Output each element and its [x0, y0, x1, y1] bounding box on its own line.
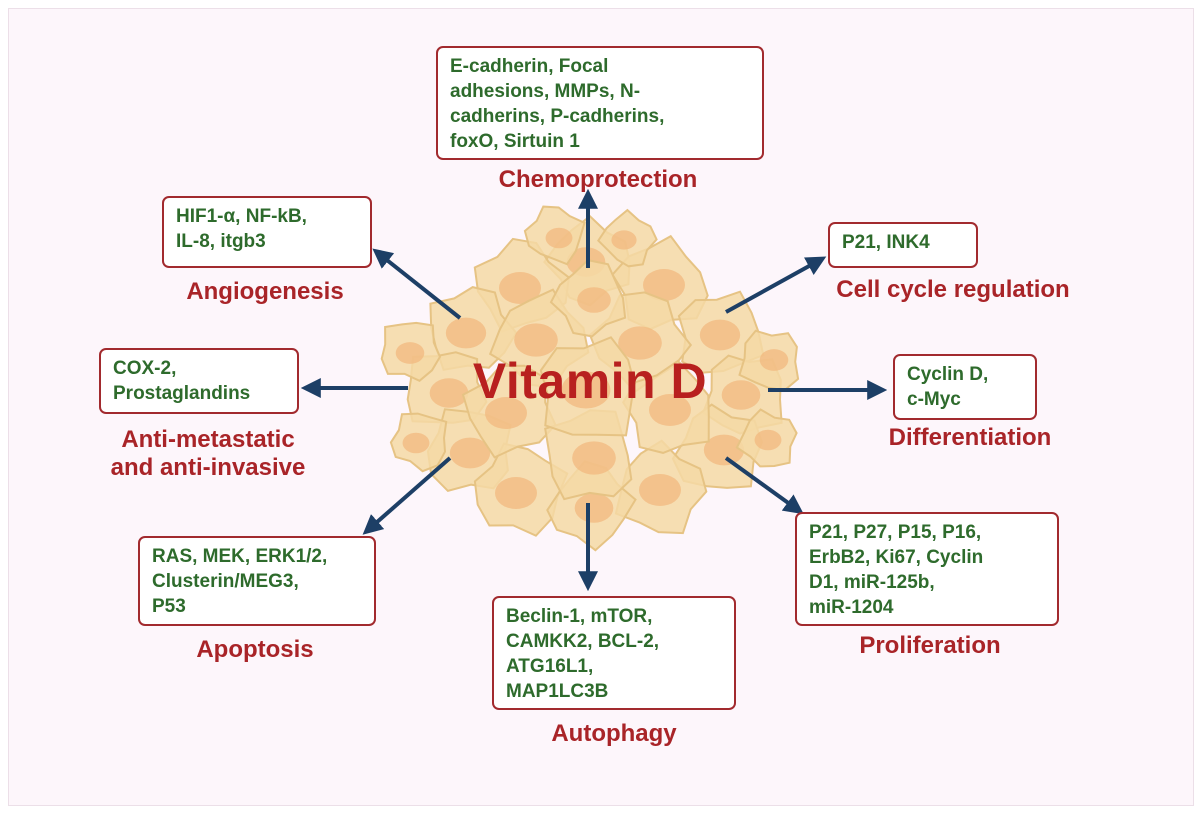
- cell-nucleus: [611, 230, 637, 250]
- arrow-group: [300, 188, 888, 592]
- cell-nucleus: [703, 434, 745, 466]
- cell-nucleus: [395, 342, 425, 364]
- cell-nucleus: [643, 269, 685, 301]
- cell-nucleus: [618, 326, 662, 360]
- anti-metastatic-box: COX-2, Prostaglandins: [99, 348, 299, 414]
- cell-nucleus: [429, 378, 469, 408]
- cell-nucleus: [574, 493, 614, 523]
- cell-nucleus: [754, 429, 782, 451]
- autophagy-box: Beclin-1, mTOR, CAMKK2, BCL-2, ATG16L1, …: [492, 596, 736, 710]
- cell-nucleus: [495, 477, 537, 509]
- cell-nucleus: [639, 474, 681, 506]
- cell-nucleus: [449, 437, 491, 469]
- cell-nucleus: [445, 317, 487, 349]
- apoptosis-label: Apoptosis: [196, 636, 314, 663]
- center-title: Vitamin D: [472, 353, 708, 409]
- cell-nucleus: [514, 323, 558, 357]
- angiogenesis-box: HIF1-α, NF-kB, IL-8, itgb3: [162, 196, 372, 268]
- cell-cluster-illustration: [380, 205, 800, 552]
- autophagy-label: Autophagy: [551, 720, 677, 747]
- chemoprotection-box: E-cadherin, Focal adhesions, MMPs, N- ca…: [436, 46, 764, 160]
- cell-nucleus: [545, 227, 573, 249]
- cell-nucleus: [699, 319, 741, 351]
- cell-nucleus: [649, 394, 691, 426]
- apoptosis-box: RAS, MEK, ERK1/2, Clusterin/MEG3, P53: [138, 536, 376, 626]
- cell-nucleus: [577, 287, 611, 313]
- arrow-to-proliferation: [724, 456, 804, 515]
- cell-nucleus: [485, 397, 527, 429]
- cell-cycle-label: Cell cycle regulation: [836, 276, 1070, 303]
- cell-nucleus: [572, 441, 616, 475]
- arrow-to-apoptosis: [362, 456, 452, 535]
- cell-nucleus: [499, 272, 541, 304]
- anti-metastatic-label: Anti-metastatic and anti-invasive: [110, 426, 306, 481]
- chemoprotection-label: Chemoprotection: [498, 166, 698, 193]
- proliferation-box: P21, P27, P15, P16, ErbB2, Ki67, Cyclin …: [795, 512, 1059, 626]
- cell-nucleus: [759, 349, 789, 371]
- arrow-to-cell-cycle: [725, 256, 827, 314]
- angiogenesis-label: Angiogenesis: [186, 278, 344, 305]
- proliferation-label: Proliferation: [859, 632, 1001, 659]
- differentiation-label: Differentiation: [888, 424, 1052, 451]
- arrow-to-angiogenesis: [372, 248, 462, 320]
- differentiation-box: Cyclin D, c-Myc: [893, 354, 1037, 420]
- cell-nucleus: [721, 380, 761, 410]
- cell-nucleus: [402, 432, 430, 454]
- cell-cycle-box: P21, INK4: [828, 222, 978, 268]
- cell-nucleus: [561, 371, 611, 409]
